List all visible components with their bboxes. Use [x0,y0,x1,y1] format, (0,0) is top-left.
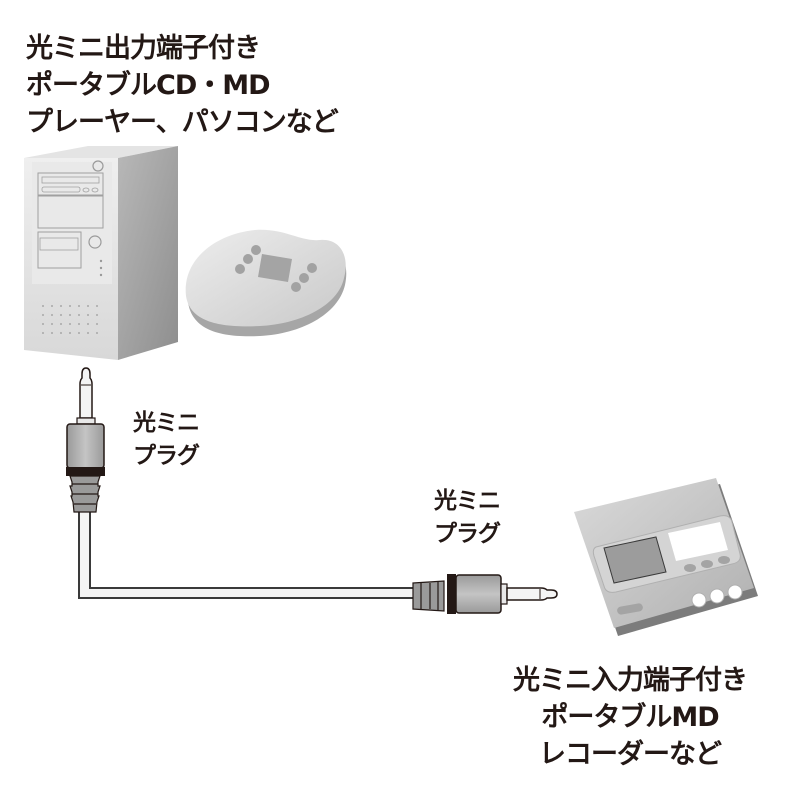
pc-tower-icon [24,146,178,360]
source-label-line-2: ポータブルCD・MD [26,70,271,101]
plug-label-upper-line-2: プラグ [133,443,200,469]
optical-mini-plug-vertical-icon [66,367,105,513]
source-label-line-1: 光ミニ出力端子付き [26,33,261,64]
optical-mini-plug-horizontal-icon [412,574,558,614]
portable-md-recorder-icon [574,478,758,636]
plug-label-lower-line-1: 光ミニ [434,488,501,514]
plug-label-lower-line-2: プラグ [434,521,501,547]
dest-label-line-2: ポータブルMD [541,702,719,733]
plug-label-upper-line-1: 光ミニ [133,410,200,436]
dest-label-line-1: 光ミニ入力端子付き [513,665,748,696]
dest-label-line-3: レコーダーなど [539,739,722,770]
plug-label-upper: 光ミニ プラグ [133,407,200,473]
portable-cd-player-icon [185,229,347,337]
source-device-label: 光ミニ出力端子付き ポータブルCD・MD プレーヤー、パソコンなど [26,30,339,141]
plug-label-lower: 光ミニ プラグ [434,485,501,551]
source-label-line-3: プレーヤー、パソコンなど [26,107,339,138]
destination-device-label: 光ミニ入力端子付き ポータブルMD レコーダーなど [500,662,760,773]
cable [78,504,419,599]
